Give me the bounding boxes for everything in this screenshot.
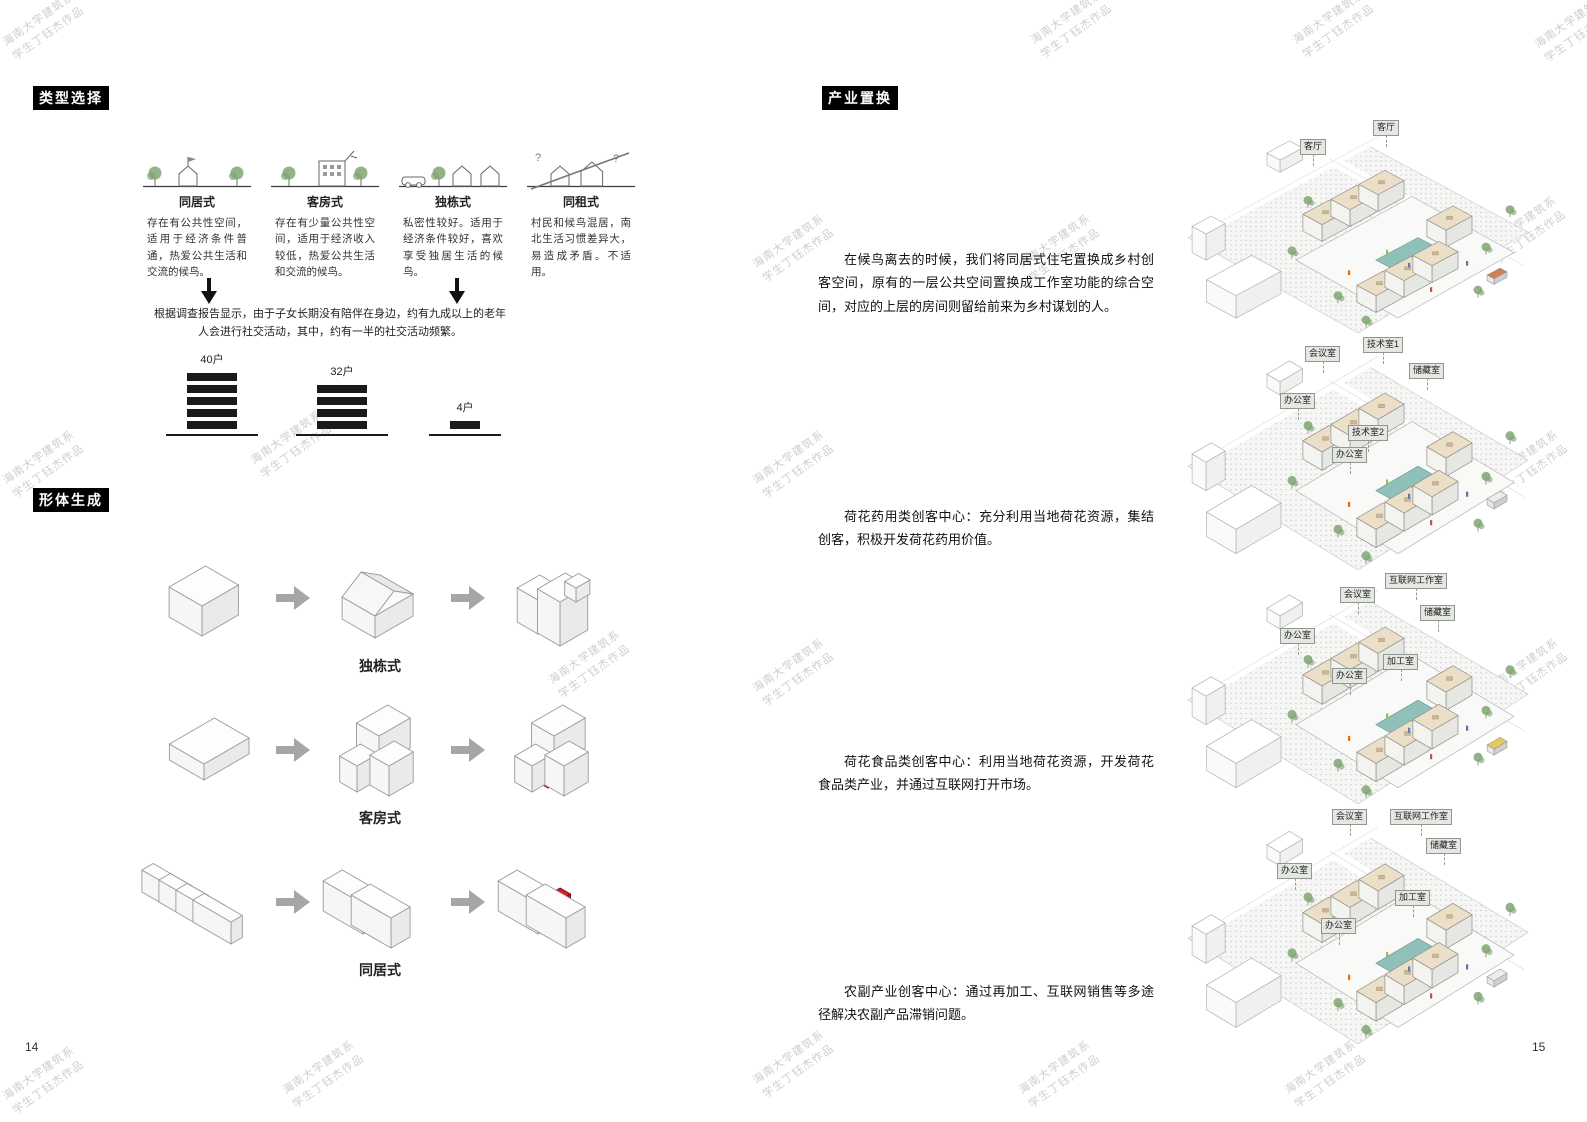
watermark: 海南大学建筑系学生丁钰杰作品: [1290, 0, 1377, 61]
massing-stage-icon: [140, 862, 244, 945]
typology-name: 独栋式: [434, 195, 471, 209]
room-label: 办公室: [1280, 393, 1316, 419]
massing-row-guest-room: [140, 692, 620, 810]
watermark: 海南大学建筑系学生丁钰杰作品: [750, 636, 837, 709]
massing-stage-icon: [341, 571, 415, 639]
typology-co-living: 同居式 存在有公共性空间，适用于经济条件普通，热爱公共生活和交流的候鸟。: [138, 148, 256, 280]
watermark: 海南大学建筑系学生丁钰杰作品: [1028, 0, 1115, 61]
section-title-industry-replacement: 产业置换: [822, 86, 898, 110]
down-arrow-icon: [449, 278, 465, 304]
massing-diagram-section: 独栋式 客房式 同居式: [140, 540, 620, 996]
room-label: 办公室: [1277, 863, 1313, 889]
room-label: 加工室: [1395, 890, 1431, 916]
typology-name: 同居式: [178, 195, 215, 209]
room-label: 会议室: [1305, 346, 1341, 372]
right-arrow-icon: [451, 738, 485, 762]
room-label: 技术室2: [1348, 425, 1389, 451]
axonometric-illustration: [1187, 132, 1529, 333]
massing-stage-icon: [168, 717, 250, 781]
typology-co-rent: ?? 同租式 村民和候鸟混居，南北生活习惯差异大，易造成矛盾。不适用。: [522, 148, 640, 280]
apartment-building-icon: [271, 150, 379, 188]
watermark: 海南大学建筑系学生丁钰杰作品: [1532, 0, 1587, 65]
right-arrow-icon: [451, 890, 485, 914]
axonometric-illustration: [1187, 821, 1529, 1044]
watermark: 海南大学建筑系学生丁钰杰作品: [750, 428, 837, 501]
typology-description: 村民和候鸟混居，南北生活习惯差异大，易造成矛盾。不适用。: [531, 217, 631, 278]
household-bar-chart: 40户 32户 4户: [160, 340, 540, 436]
room-label: 储藏室: [1409, 363, 1445, 389]
right-arrow-icon: [451, 586, 485, 610]
watermark: 海南大学建筑系学生丁钰杰作品: [0, 1044, 87, 1117]
massing-label: 独栋式: [359, 658, 401, 674]
lotus-food-paragraph: 荷花食品类创客中心：利用当地荷花资源，开发荷花食品类产业，并通过互联网打开市场。: [818, 754, 1154, 793]
room-label: 技术室1: [1363, 337, 1404, 363]
watermark: 海南大学建筑系学生丁钰杰作品: [750, 1028, 837, 1101]
massing-stage-icon: [322, 869, 412, 949]
survey-report-text: 根据调查报告显示，由于子女长期没有陪伴在身边，约有九成以上的老年人会进行社交活动…: [154, 308, 506, 339]
car-and-houses-icon: [399, 165, 507, 188]
watermark: 海南大学建筑系学生丁钰杰作品: [1016, 1038, 1103, 1111]
room-label: 储藏室: [1426, 838, 1462, 864]
household-bar-group: 40户: [166, 351, 258, 436]
typology-row: 同居式 存在有公共性空间，适用于经济条件普通，热爱公共生活和交流的候鸟。 客房式…: [138, 148, 640, 280]
typology-guest-room: 客房式 存在有少量公共性空间，适用于经济收入较低，热爱公共生活和交流的候鸟。: [266, 148, 384, 280]
household-bar-group: 4户: [419, 399, 511, 436]
massing-stage-icon: [338, 704, 415, 797]
massing-stage-icon: [516, 572, 591, 647]
industry-intro-paragraph: 在候鸟离去的时候，我们将同居式住宅置换成乡村创客空间，原有的一层公共空间置换成工…: [818, 252, 1154, 314]
room-label: 客厅: [1300, 139, 1327, 165]
room-label: 会议室: [1332, 809, 1368, 835]
crossed-out-houses-icon: ??: [527, 152, 635, 190]
down-arrow-icon: [201, 278, 217, 304]
massing-stage-icon: [497, 869, 587, 949]
axonometric-drawing-medicine: 会议室 技术室1 储藏室 办公室 技术室2 办公室: [1180, 336, 1532, 570]
section-title-form-generation: 形体生成: [33, 488, 109, 512]
room-label: 储藏室: [1420, 605, 1456, 631]
right-arrow-icon: [276, 738, 310, 762]
svg-text:?: ?: [535, 152, 541, 164]
room-label: 办公室: [1332, 447, 1368, 473]
page-number-left: 14: [25, 1040, 39, 1054]
right-arrow-icon: [276, 890, 310, 914]
room-label: 加工室: [1383, 654, 1419, 680]
household-bar-group: 32户: [296, 363, 388, 436]
typology-detached: 独栋式 私密性较好。适用于经济条件较好，喜欢享受独居生活的候鸟。: [394, 148, 512, 280]
houses-with-trees-icon: [143, 157, 251, 188]
section-title-type-selection: 类型选择: [33, 86, 109, 110]
typology-description: 存在有公共性空间，适用于经济条件普通，热爱公共生活和交流的候鸟。: [147, 217, 247, 278]
watermark: 海南大学建筑系学生丁钰杰作品: [0, 0, 87, 63]
typology-name: 客房式: [306, 195, 343, 209]
massing-row-detached: [140, 540, 620, 658]
typology-description: 私密性较好。适用于经济条件较好，喜欢享受独居生活的候鸟。: [403, 217, 503, 278]
room-label: 会议室: [1340, 587, 1376, 613]
svg-text:?: ?: [613, 153, 619, 165]
typology-description: 存在有少量公共性空间，适用于经济收入较低，热爱公共生活和交流的候鸟。: [275, 217, 375, 278]
massing-stage-icon: [168, 565, 240, 637]
massing-label: 同居式: [359, 962, 401, 978]
axonometric-drawing-food: 互联网工作室 会议室 储藏室 办公室 加工室 办公室: [1180, 570, 1532, 804]
room-label: 互联网工作室: [1390, 809, 1453, 835]
right-arrow-icon: [276, 586, 310, 610]
watermark: 海南大学建筑系学生丁钰杰作品: [280, 1038, 367, 1111]
lotus-medicine-paragraph: 荷花药用类创客中心：充分利用当地荷花资源，集结创客，积极开发荷花药用价值。: [818, 509, 1154, 548]
axonometric-drawing-agri: 会议室 互联网工作室 储藏室 办公室 加工室 办公室: [1180, 806, 1532, 1044]
room-label: 办公室: [1321, 918, 1357, 944]
massing-row-co-living: [140, 844, 620, 962]
agri-byproduct-paragraph: 农副产业创客中心：通过再加工、互联网销售等多途径解决农副产品滞销问题。: [818, 984, 1154, 1023]
axonometric-illustration: [1187, 351, 1529, 570]
room-label: 互联网工作室: [1385, 573, 1448, 599]
typology-name: 同租式: [562, 195, 599, 209]
room-label: 办公室: [1280, 628, 1316, 654]
massing-stage-icon: [513, 704, 590, 797]
axonometric-illustration: [1187, 585, 1529, 804]
watermark: 海南大学建筑系学生丁钰杰作品: [1282, 1038, 1369, 1111]
axonometric-drawing-living: 客厅 客厅: [1180, 118, 1532, 333]
page-number-right: 15: [1532, 1040, 1546, 1054]
room-label: 客厅: [1373, 120, 1400, 146]
massing-label: 客房式: [359, 810, 401, 826]
room-label: 办公室: [1332, 668, 1368, 694]
